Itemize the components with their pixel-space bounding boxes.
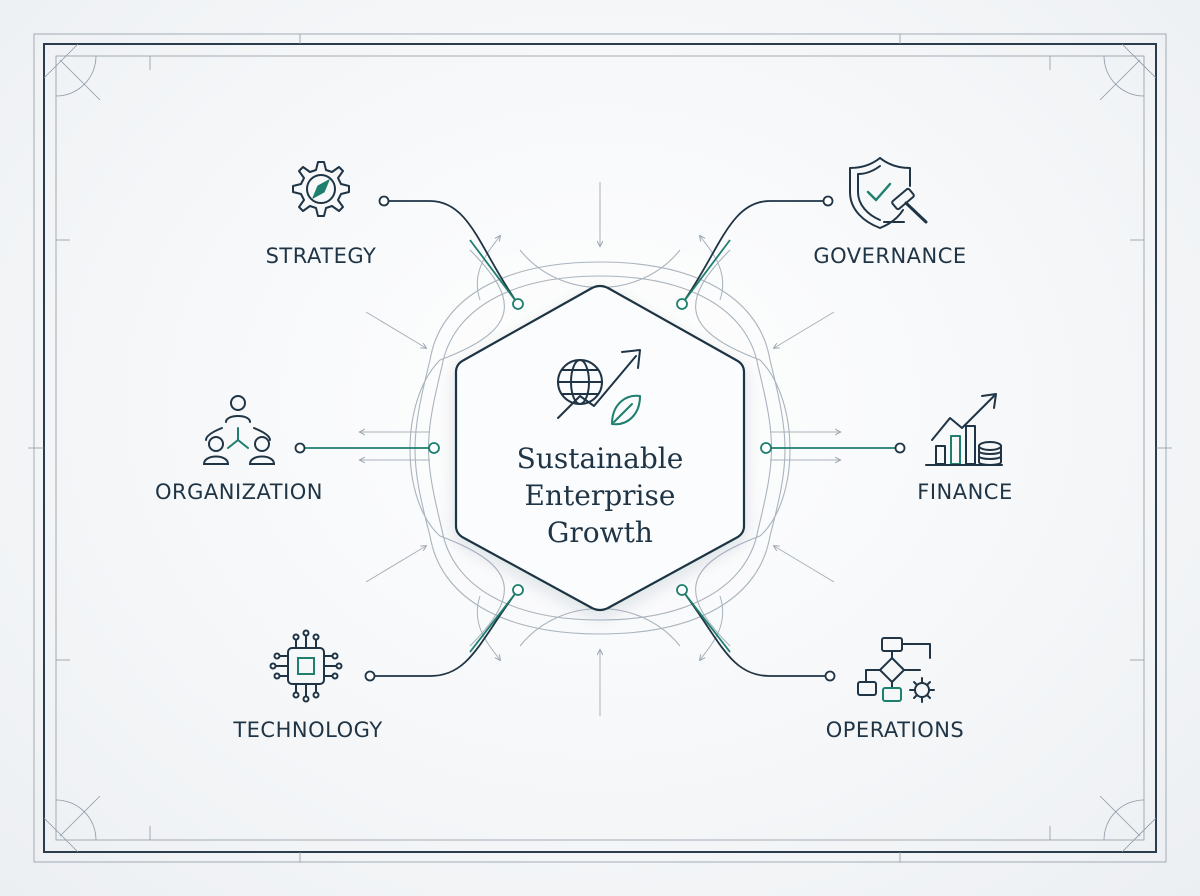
- shield-gavel-icon: [849, 157, 928, 229]
- node-label-governance: GOVERNANCE: [813, 244, 967, 268]
- center-title: Sustainable Enterprise Growth: [517, 440, 684, 551]
- center-title-line-3: Growth: [547, 516, 653, 549]
- connectors: [300, 200, 900, 677]
- globe-growth-leaf-icon: [557, 349, 641, 426]
- decorative-frame: [28, 33, 1172, 863]
- node-label-finance: FINANCE: [917, 480, 1013, 504]
- microchip-icon: [269, 629, 343, 703]
- node-label-organization: ORGANIZATION: [154, 480, 324, 504]
- center-title-line-1: Sustainable: [516, 442, 684, 475]
- node-label-operations: OPERATIONS: [825, 718, 965, 742]
- node-label-strategy: STRATEGY: [265, 244, 377, 268]
- people-network-icon: [202, 395, 276, 465]
- flowchart-gear-icon: [857, 637, 935, 703]
- node-label-technology: TECHNOLOGY: [233, 718, 383, 742]
- center-title-line-2: Enterprise: [524, 479, 676, 512]
- gear-compass-icon: [292, 161, 350, 217]
- guide-arrows: [360, 182, 840, 716]
- center-hexagon: [454, 284, 746, 612]
- connector-dots: [294, 195, 906, 682]
- growth-chart-coins-icon: [925, 393, 1003, 466]
